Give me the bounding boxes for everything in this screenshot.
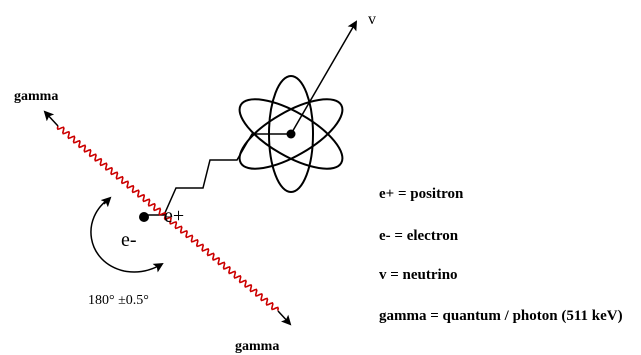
- legend-item-gamma: gamma = quantum / photon (511 keV): [379, 308, 623, 324]
- gamma-top-label: gamma: [14, 89, 58, 104]
- gamma-bottom-arrow: [278, 311, 290, 324]
- neutrino-arrow: [291, 22, 356, 134]
- legend: e+ = positron e- = electron v = neutrino…: [379, 186, 623, 324]
- gamma-top-arrow: [45, 112, 58, 126]
- positron-label: e+: [164, 205, 184, 227]
- angle-label: 180° ±0.5°: [88, 293, 149, 308]
- legend-item-neutrino: v = neutrino: [379, 267, 458, 283]
- annihilation-point: [139, 212, 149, 222]
- electron-label: e-: [121, 229, 137, 251]
- legend-item-positron: e+ = positron: [379, 186, 464, 202]
- gamma-bottom-label: gamma: [235, 339, 279, 354]
- neutrino-arrow-label: v: [368, 11, 376, 28]
- legend-item-electron: e- = electron: [379, 228, 459, 244]
